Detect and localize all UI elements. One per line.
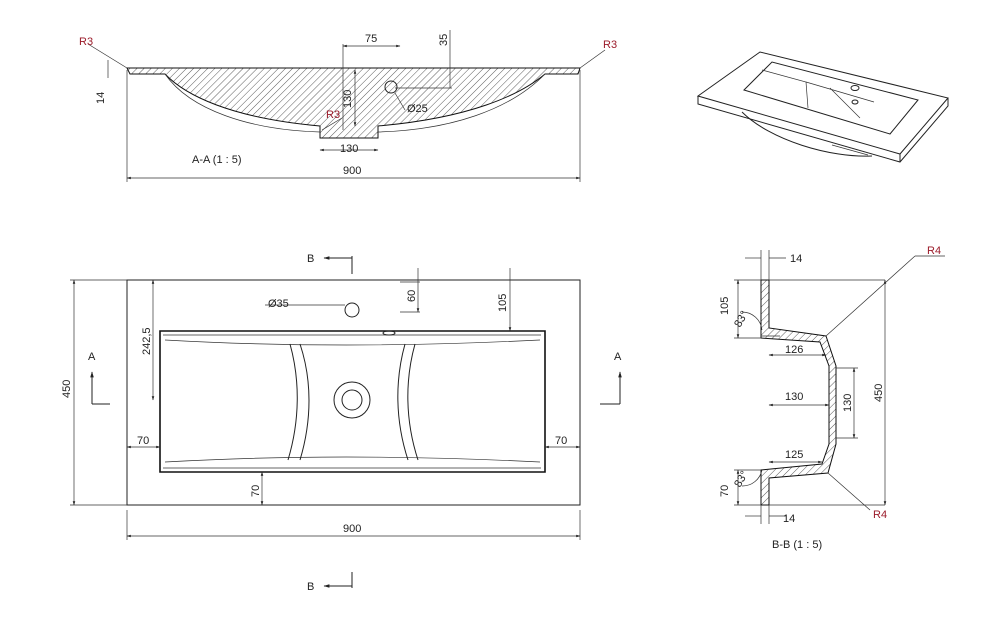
plan-dim-450: 450 [61, 380, 73, 398]
section-bb-view: 14 14 R4 R4 105 83° 83° 126 130 130 125 … [719, 245, 945, 551]
bb-radius-bottom-label: R4 [873, 509, 887, 521]
plan-outer-slab [126, 279, 581, 506]
plan-dim-70-left: 70 [137, 435, 149, 447]
plan-dim-70-bottom: 70 [250, 485, 262, 497]
iso-basin-underside [741, 111, 873, 157]
section-aa-view: R3 R3 R3 14 75 35 130 Ø25 130 900 A-A (1… [79, 30, 617, 182]
aa-dim-35: 35 [438, 34, 450, 46]
bb-dim-70: 70 [719, 485, 731, 497]
bb-dim-130-vertical: 130 [842, 394, 854, 412]
iso-tap-hole [850, 85, 860, 91]
section-aa-inner-curve [164, 73, 546, 133]
svg-text:A: A [88, 351, 96, 363]
section-marker-b-bottom: B [307, 572, 353, 593]
plan-dim-dia35: Ø35 [268, 298, 289, 310]
bb-section-title: B-B (1 : 5) [772, 539, 822, 551]
plan-overflow [382, 330, 396, 336]
bb-dim-130-horizontal: 130 [785, 391, 803, 403]
aa-radius-left-label: R3 [79, 36, 93, 48]
iso-drain [851, 99, 859, 105]
aa-dim-dia25: Ø25 [407, 103, 428, 115]
aa-dim-130-horizontal: 130 [340, 143, 358, 155]
bb-dim-105: 105 [719, 297, 731, 315]
iso-top-slab [696, 51, 949, 155]
aa-radius-right-label: R3 [603, 39, 617, 51]
bb-radius-top-label: R4 [927, 245, 941, 257]
aa-dim-75: 75 [365, 33, 377, 45]
bb-dim-14-top: 14 [790, 253, 802, 265]
aa-dim-130-vertical: 130 [342, 90, 354, 108]
plan-drain-inner [341, 389, 363, 411]
iso-basin-opening [743, 61, 919, 135]
bb-dim-14-bottom: 14 [783, 513, 795, 525]
plan-dim-105: 105 [497, 294, 509, 312]
plan-tap-hole [344, 302, 360, 318]
section-marker-b-top: B [307, 253, 353, 274]
aa-dim-900: 900 [343, 165, 361, 177]
aa-section-title: A-A (1 : 5) [192, 154, 242, 166]
plan-drain-outer [333, 381, 371, 419]
plan-basin-outline [159, 330, 546, 473]
isometric-view [696, 51, 949, 163]
aa-radius-drain-label: R3 [326, 109, 340, 121]
svg-text:B: B [307, 253, 314, 265]
plan-view: Ø35 60 105 242,5 450 70 70 70 900 A A B … [61, 253, 622, 593]
plan-left-ridge [287, 343, 310, 461]
plan-dim-60: 60 [406, 290, 418, 302]
aa-dim-14: 14 [95, 92, 107, 104]
bb-angle-top: 83° [732, 309, 751, 329]
svg-text:A: A [614, 351, 622, 363]
plan-dim-242-5: 242,5 [141, 327, 153, 355]
section-aa-profile [126, 67, 581, 139]
bb-dim-450: 450 [873, 384, 885, 402]
section-marker-a-right: A [600, 351, 622, 405]
plan-dim-70-right: 70 [555, 435, 567, 447]
svg-text:B: B [307, 581, 314, 593]
bb-dim-126: 126 [785, 344, 803, 356]
tap-hole-circle [384, 80, 398, 94]
section-marker-a-left: A [88, 351, 110, 405]
bb-dim-125: 125 [785, 449, 803, 461]
bb-angle-bottom: 83° [732, 469, 751, 489]
plan-right-ridge [397, 343, 419, 461]
plan-dim-900: 900 [343, 523, 361, 535]
